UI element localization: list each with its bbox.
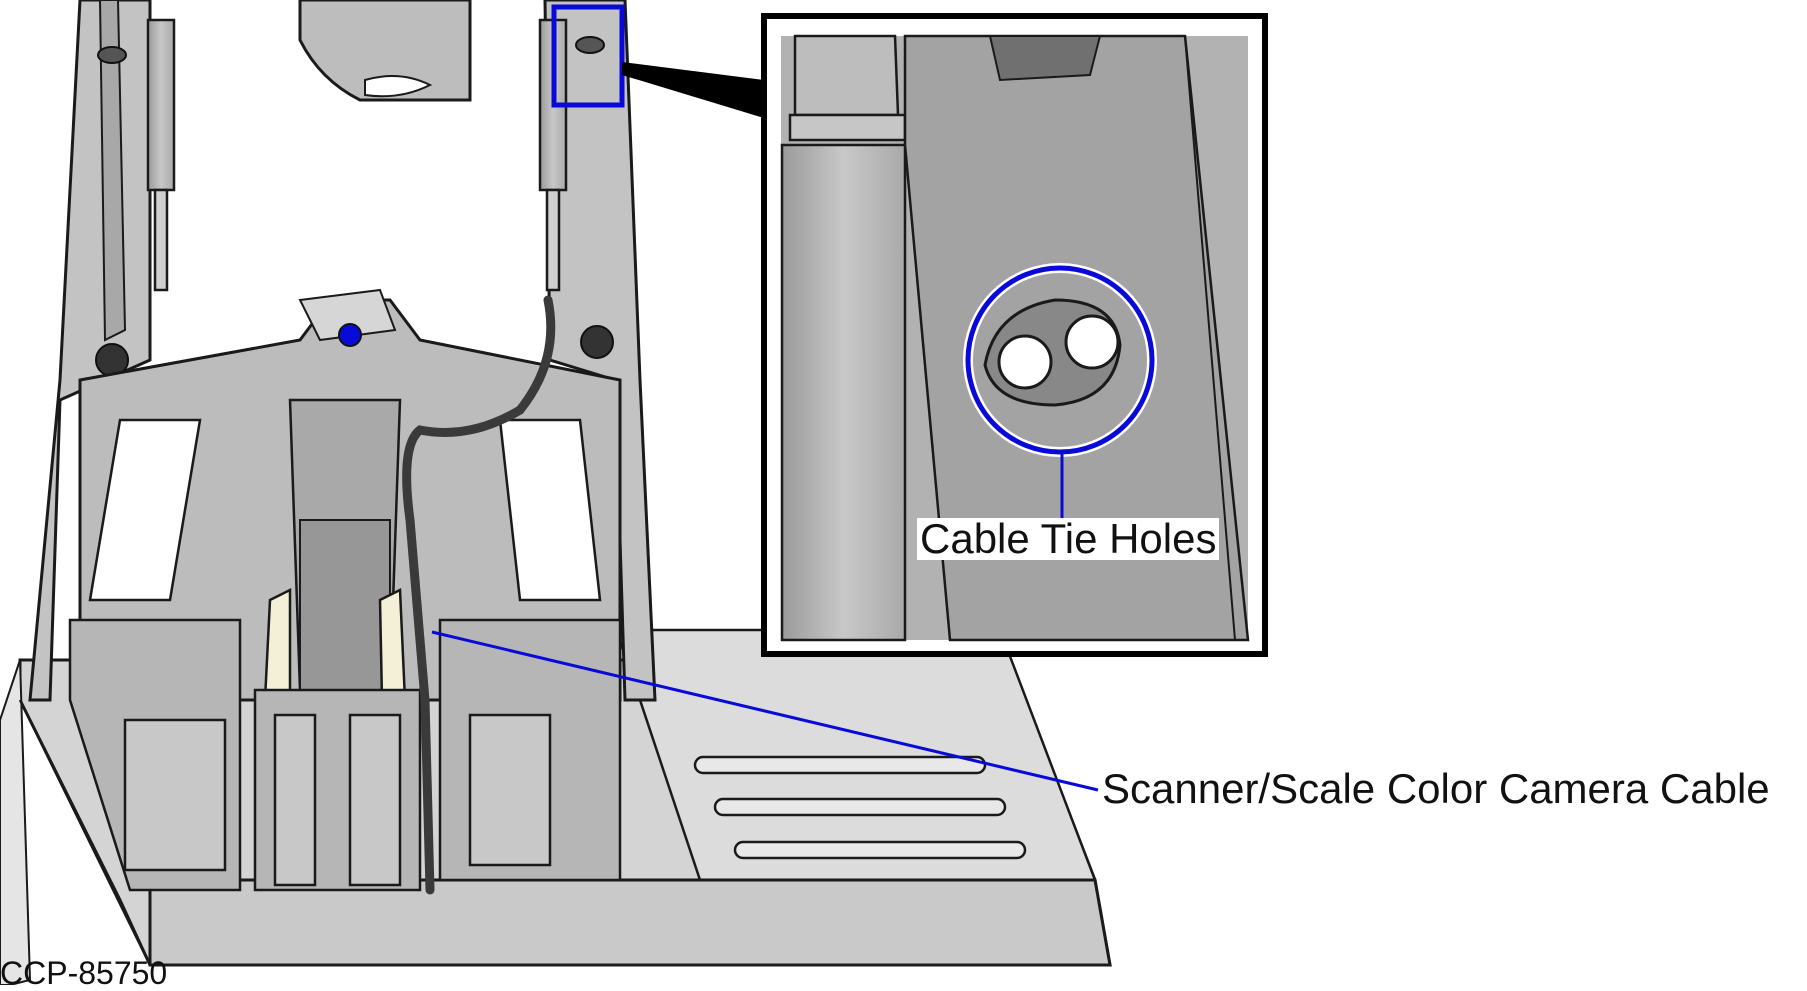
- camera-cable: [402, 295, 556, 895]
- floor-ribs: [693, 755, 1027, 860]
- cable-tie-holes-label: Cable Tie Holes: [917, 518, 1220, 560]
- top-bracket: [298, 0, 472, 102]
- camera-cable-label: Scanner/Scale Color Camera Cable: [1102, 765, 1770, 812]
- central-frame: [78, 288, 622, 702]
- zoom-leader: [622, 62, 764, 118]
- camera-cable-leader-line: [431, 630, 1099, 792]
- figure-id-label: CCP-85750: [0, 955, 168, 991]
- foam-pads: [263, 587, 407, 702]
- cable-tie-highlight-box: [551, 4, 625, 108]
- lower-cradle: [68, 618, 622, 892]
